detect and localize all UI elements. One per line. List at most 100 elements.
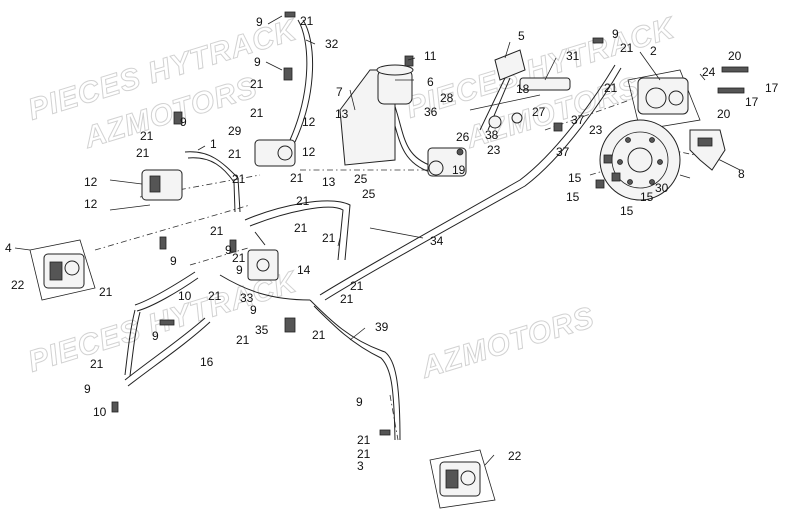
callout-label: 34 bbox=[430, 234, 444, 248]
callout-label: 9 bbox=[170, 254, 177, 268]
three-way-union-upper bbox=[254, 139, 296, 167]
callout-label: 17 bbox=[745, 95, 759, 109]
callout-label: 23 bbox=[487, 143, 501, 157]
rear-caliper-top-right bbox=[627, 66, 749, 131]
callout-label: 21 bbox=[296, 194, 310, 208]
callout-label: 21 bbox=[228, 147, 242, 161]
callout-label: 21 bbox=[232, 172, 246, 186]
callout-label: 26 bbox=[456, 130, 470, 144]
leader-lines bbox=[14, 15, 741, 466]
callout-label: 21 bbox=[312, 328, 326, 342]
callout-label: 21 bbox=[140, 129, 154, 143]
callout-label: 8 bbox=[738, 167, 745, 181]
callout-label: 4 bbox=[5, 241, 12, 255]
callout-label: 28 bbox=[440, 91, 454, 105]
watermark-text: AZMOTORS bbox=[416, 301, 598, 385]
callout-label: 9 bbox=[236, 263, 243, 277]
callout-label: 19 bbox=[452, 163, 466, 177]
callout-label: 25 bbox=[354, 172, 368, 186]
callout-label: 25 bbox=[362, 187, 376, 201]
callout-label: 10 bbox=[178, 289, 192, 303]
callout-label: 20 bbox=[728, 49, 742, 63]
callout-label: 9 bbox=[180, 115, 187, 129]
callout-label: 7 bbox=[336, 85, 343, 99]
callout-label: 16 bbox=[200, 355, 214, 369]
callout-label: 21 bbox=[620, 41, 634, 55]
callout-label: 9 bbox=[152, 329, 159, 343]
callout-label: 37 bbox=[571, 113, 585, 127]
rear-master-cylinder bbox=[427, 147, 467, 177]
callout-label: 9 bbox=[254, 55, 261, 69]
callout-label: 38 bbox=[485, 128, 499, 142]
callout-label: 30 bbox=[655, 181, 669, 195]
callout-label: 21 bbox=[604, 81, 618, 95]
callout-label: 21 bbox=[250, 77, 264, 91]
front-right-caliper bbox=[429, 449, 496, 509]
callout-label: 32 bbox=[325, 37, 339, 51]
callout-label: 3 bbox=[357, 459, 364, 473]
callout-label: 21 bbox=[350, 279, 364, 293]
callout-label: 21 bbox=[90, 357, 104, 371]
callout-label: 9 bbox=[256, 15, 263, 29]
callout-label: 9 bbox=[356, 395, 363, 409]
front-left-caliper bbox=[29, 239, 96, 301]
callout-label: 6 bbox=[427, 75, 434, 89]
callout-label: 9 bbox=[612, 27, 619, 41]
brake-fluid-reservoir bbox=[339, 55, 414, 166]
callout-label: 31 bbox=[566, 49, 580, 63]
callout-label: 21 bbox=[357, 447, 371, 461]
callout-label: 9 bbox=[84, 382, 91, 396]
callout-label: 21 bbox=[136, 146, 150, 160]
callout-label: 9 bbox=[250, 303, 257, 317]
callout-label: 2 bbox=[650, 44, 657, 58]
callout-label: 22 bbox=[11, 278, 25, 292]
callout-label: 13 bbox=[335, 107, 349, 121]
callout-label: 13 bbox=[322, 175, 336, 189]
callout-label: 20 bbox=[717, 107, 731, 121]
bolts-and-washers bbox=[111, 11, 621, 436]
callout-label: 21 bbox=[340, 292, 354, 306]
caliper-bracket bbox=[689, 129, 726, 171]
callout-label: 14 bbox=[297, 263, 311, 277]
callout-label: 36 bbox=[424, 105, 438, 119]
brake-pedal-assembly bbox=[469, 49, 571, 131]
callout-label: 21 bbox=[294, 221, 308, 235]
callout-label: 11 bbox=[424, 49, 437, 63]
callout-label: 21 bbox=[357, 433, 371, 447]
callout-label: 15 bbox=[620, 204, 634, 218]
callout-label: 22 bbox=[508, 449, 522, 463]
callout-label: 33 bbox=[240, 291, 254, 305]
callout-label: 37 bbox=[556, 145, 570, 159]
callout-label: 15 bbox=[566, 190, 580, 204]
callout-label: 12 bbox=[302, 115, 316, 129]
callout-label: 5 bbox=[518, 29, 525, 43]
callout-label: 12 bbox=[302, 145, 316, 159]
junction-block-center bbox=[247, 249, 279, 281]
watermark-layer: PIECES HYTRACK AZMOTORS PIECES HYTRACK A… bbox=[24, 11, 681, 386]
callout-label: 17 bbox=[765, 81, 779, 95]
callout-label: 35 bbox=[255, 323, 269, 337]
callout-label: 10 bbox=[93, 405, 107, 419]
callout-label: 39 bbox=[375, 320, 389, 334]
callout-labels: 9 21 32 9 21 21 11 6 7 5 31 9 21 2 20 17… bbox=[5, 14, 779, 473]
callout-label: 21 bbox=[300, 14, 314, 28]
master-cylinder-left bbox=[109, 169, 183, 211]
callout-label: 15 bbox=[568, 171, 582, 185]
callout-label: 29 bbox=[228, 124, 242, 138]
callout-label: 9 bbox=[225, 243, 232, 257]
callout-label: 21 bbox=[232, 251, 246, 265]
callout-label: 21 bbox=[210, 224, 224, 238]
callout-label: 18 bbox=[516, 82, 530, 96]
callout-label: 23 bbox=[589, 123, 603, 137]
callout-label: 21 bbox=[290, 171, 304, 185]
callout-label: 27 bbox=[532, 105, 546, 119]
callout-label: 15 bbox=[640, 190, 654, 204]
callout-label: 21 bbox=[250, 106, 264, 120]
callout-label: 24 bbox=[702, 65, 716, 79]
callout-label: 21 bbox=[236, 333, 250, 347]
callout-label: 1 bbox=[210, 137, 217, 151]
callout-label: 12 bbox=[84, 197, 98, 211]
callout-label: 12 bbox=[84, 175, 98, 189]
callout-label: 21 bbox=[322, 231, 336, 245]
